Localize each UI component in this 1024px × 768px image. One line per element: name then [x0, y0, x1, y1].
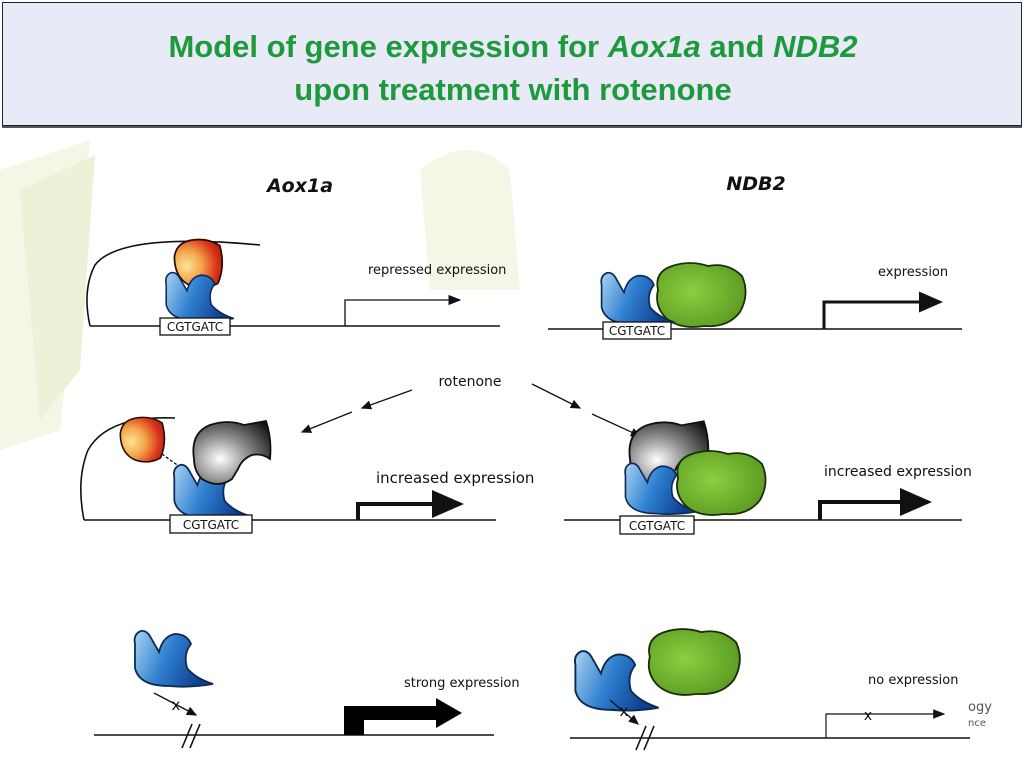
aox1a-row-rotenone: CGTGATC increased expression [80, 416, 534, 534]
expression-arrow [356, 490, 464, 520]
column-title-aox1a: Aox1a [265, 175, 333, 197]
slide-title: Model of gene expression for Aox1a and N… [168, 29, 858, 107]
coactivator-protein [656, 262, 747, 328]
treatment-arrow-right [531, 383, 582, 409]
corner-text-fragment: ogy [968, 700, 992, 715]
treatment-arrow-left [360, 389, 413, 410]
rotenone-treatment: rotenone [300, 374, 642, 437]
background-watermark [0, 140, 520, 450]
column-title-ndb2: NDB2 [726, 173, 785, 195]
expression-arrow [818, 488, 932, 520]
treatment-label: rotenone [438, 374, 501, 390]
transcription-factor-protein [573, 650, 660, 712]
ndb2-row-control: CGTGATC expression [548, 262, 962, 340]
strand-break [635, 725, 647, 751]
blocked-mark: x [172, 696, 181, 714]
strand-break [189, 723, 201, 749]
expression-label: no expression [868, 673, 958, 688]
ndb2-row-mutant: x x no expression [570, 628, 970, 751]
blocked-binding-arrow [153, 692, 198, 716]
cis-element-box [169, 514, 253, 534]
rotenone-induced-protein [192, 420, 272, 485]
blocked-binding-arrow [609, 699, 639, 725]
blocked-mark: x [620, 702, 629, 720]
coactivator-protein [676, 450, 767, 516]
cis-element-box [159, 317, 231, 336]
transcription-factor-protein [165, 271, 235, 322]
treatment-arrow-left [300, 411, 353, 433]
title-banner: Model of gene expression for Aox1a and N… [2, 2, 1022, 126]
ndb2-row-rotenone: CGTGATC increased expression [564, 420, 972, 535]
coactivator-protein [647, 628, 741, 696]
expression-arrow [344, 294, 462, 326]
expression-label: increased expression [824, 464, 972, 480]
strong-expression-arrow [344, 698, 462, 735]
expression-label: expression [878, 265, 948, 280]
cis-element-label: CGTGATC [167, 320, 223, 334]
expression-label: increased expression [376, 469, 534, 487]
expression-arrow [822, 291, 943, 329]
expression-label: strong expression [404, 676, 520, 691]
strand-break [181, 723, 193, 749]
blocked-mark: x [864, 708, 872, 724]
corner-text-fragment: nce [968, 718, 986, 729]
expression-label: repressed expression [368, 263, 506, 278]
cis-element-label: CGTGATC [629, 519, 685, 533]
aox1a-row-mutant: x strong expression [94, 629, 520, 749]
strand-break [643, 725, 655, 751]
no-expression-arrow [825, 709, 946, 738]
treatment-arrow-right [591, 413, 642, 437]
cis-element-label: CGTGATC [609, 324, 665, 338]
cis-element-box [619, 515, 695, 535]
cis-element-label: CGTGATC [183, 518, 239, 532]
aox1a-row-control: CGTGATC repressed expression [86, 238, 506, 336]
transcription-factor-protein [133, 629, 214, 688]
repressor-protein [119, 416, 166, 463]
cis-element-box [602, 321, 672, 340]
